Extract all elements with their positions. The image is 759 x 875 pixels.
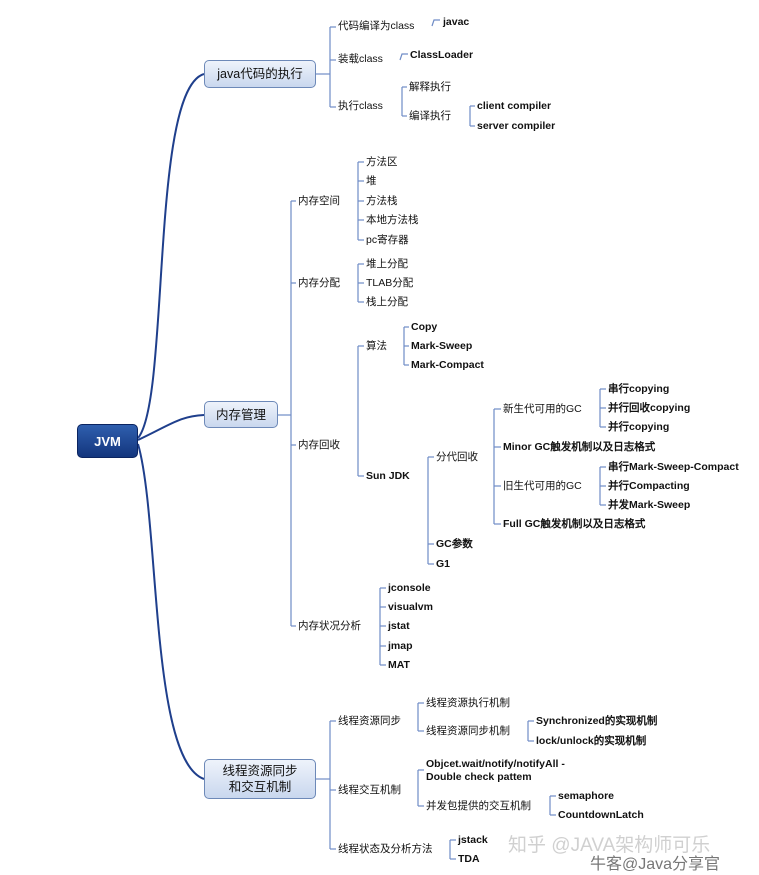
node-jstack: jstack xyxy=(458,834,488,846)
node-space-method-stack: 方法栈 xyxy=(366,195,398,207)
node-server-compiler: server compiler xyxy=(477,120,556,132)
node-young-gen-gc: 新生代可用的GC xyxy=(503,403,582,415)
node-semaphore: semaphore xyxy=(558,790,615,802)
branch-java-execution: java代码的执行 xyxy=(204,60,316,88)
node-algo-mark-sweep: Mark-Sweep xyxy=(411,340,473,352)
node-old-gen-gc: 旧生代可用的GC xyxy=(503,480,582,492)
root-node-jvm: JVM xyxy=(77,424,138,458)
node-memory-analysis: 内存状况分析 xyxy=(298,620,361,632)
node-full-gc: Full GC触发机制以及日志格式 xyxy=(503,518,646,530)
node-wait-notify-line2: Double check pattem xyxy=(426,771,532,783)
node-javac: javac xyxy=(443,16,470,28)
node-alloc-stack: 栈上分配 xyxy=(366,296,408,308)
branch-thread-sync: 线程资源同步 和交互机制 xyxy=(204,759,316,799)
node-lock-unlock-impl: lock/unlock的实现机制 xyxy=(536,735,647,747)
node-generational-gc: 分代回收 xyxy=(436,451,478,463)
node-jit-compile: 编译执行 xyxy=(409,110,451,122)
node-old-parallel-compacting: 并行Compacting xyxy=(608,480,690,492)
connector-classloader xyxy=(399,53,408,61)
node-tool-mat: MAT xyxy=(388,659,410,671)
node-interpret: 解释执行 xyxy=(409,81,451,93)
node-tool-jstat: jstat xyxy=(388,620,410,632)
node-old-serial-msc: 串行Mark-Sweep-Compact xyxy=(608,461,739,473)
node-memory-space: 内存空间 xyxy=(298,195,340,207)
watermark-zhihu: 知乎 @JAVA架构师可乐 xyxy=(508,835,711,856)
node-thread-state-analysis: 线程状态及分析方法 xyxy=(338,843,433,855)
node-memory-allocation: 内存分配 xyxy=(298,277,340,289)
node-thread-resource-sync: 线程资源同步 xyxy=(338,715,401,727)
node-thread-exec-mechanism: 线程资源执行机制 xyxy=(426,697,510,709)
node-sun-jdk: Sun JDK xyxy=(366,470,410,482)
node-memory-gc: 内存回收 xyxy=(298,439,340,451)
node-execute-class: 执行class xyxy=(338,100,383,112)
node-g1: G1 xyxy=(436,558,451,570)
node-young-parallel-scavenge: 并行回收copying xyxy=(608,402,691,414)
node-space-native-stack: 本地方法栈 xyxy=(366,214,419,226)
node-wait-notify-line1: Objcet.wait/notify/notifyAll - xyxy=(426,758,565,770)
node-tool-visualvm: visualvm xyxy=(388,601,433,613)
node-space-pc-register: pc寄存器 xyxy=(366,234,409,246)
node-compile-to-class: 代码编译为class xyxy=(338,20,415,32)
connector-root-b2 xyxy=(137,414,205,441)
node-old-concurrent-ms: 并发Mark-Sweep xyxy=(608,499,691,511)
node-client-compiler: client compiler xyxy=(477,100,552,112)
node-young-parallel-copying: 并行copying xyxy=(608,421,670,433)
node-alloc-heap: 堆上分配 xyxy=(366,258,408,270)
node-algo-mark-compact: Mark-Compact xyxy=(411,359,484,371)
node-space-heap: 堆 xyxy=(366,175,377,187)
node-countdownlatch: CountdownLatch xyxy=(558,809,644,821)
node-tool-jconsole: jconsole xyxy=(388,582,431,594)
node-young-serial-copying: 串行copying xyxy=(608,383,670,395)
node-algorithm: 算法 xyxy=(366,340,387,352)
node-minor-gc: Minor GC触发机制以及日志格式 xyxy=(503,441,656,453)
branch-memory-management: 内存管理 xyxy=(204,401,278,428)
branch-thread-sync-line1: 线程资源同步 xyxy=(222,764,298,778)
connector-javac xyxy=(431,19,440,27)
node-algo-copy: Copy xyxy=(411,321,438,333)
node-classloader: ClassLoader xyxy=(410,49,474,61)
watermark-niuke: 牛客@Java分享官 xyxy=(590,856,721,873)
connector-root-b3 xyxy=(137,443,205,780)
node-space-method-area: 方法区 xyxy=(366,156,398,168)
node-concurrent-package: 并发包提供的交互机制 xyxy=(426,800,531,812)
node-load-class: 装载class xyxy=(338,53,383,65)
node-synchronized-impl: Synchronized的实现机制 xyxy=(536,715,658,727)
node-thread-sync-mechanism: 线程资源同步机制 xyxy=(426,725,510,737)
node-alloc-tlab: TLAB分配 xyxy=(366,277,414,289)
node-thread-interaction: 线程交互机制 xyxy=(338,784,401,796)
branch-thread-sync-line2: 和交互机制 xyxy=(228,780,292,794)
node-tool-jmap: jmap xyxy=(388,640,413,652)
node-gc-params: GC参数 xyxy=(436,538,473,550)
node-tda: TDA xyxy=(458,853,480,865)
connector-root-b1 xyxy=(137,73,205,439)
